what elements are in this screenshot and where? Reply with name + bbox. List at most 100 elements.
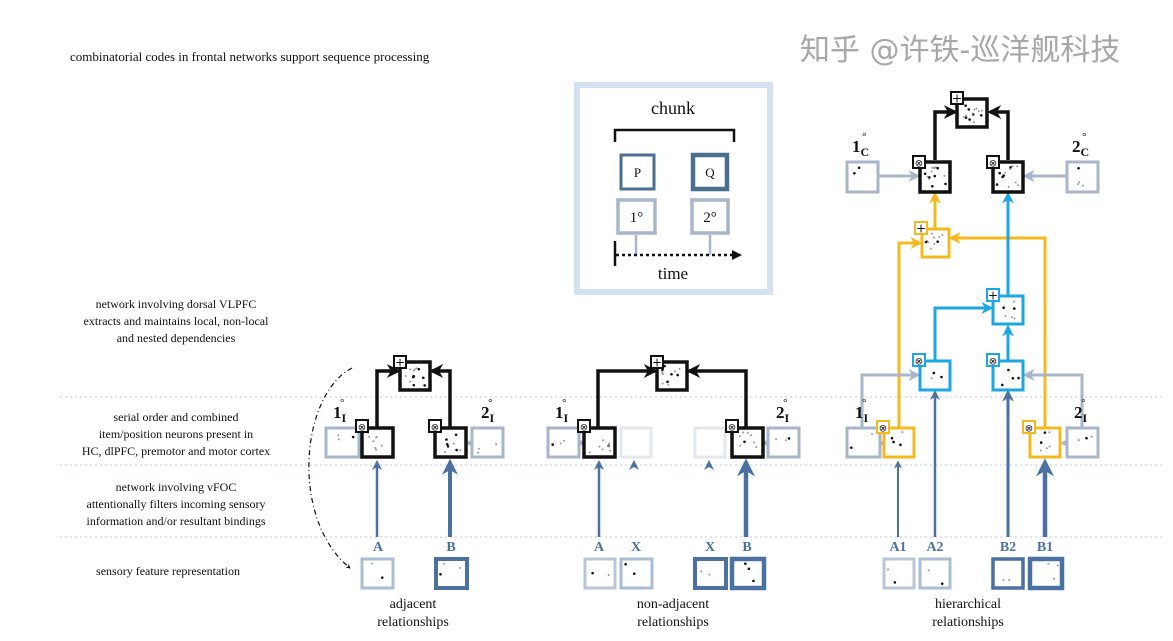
svg-text:+: + — [652, 356, 662, 370]
unit-dot — [973, 108, 976, 111]
unit-dot — [632, 572, 636, 576]
input-label-b: B — [742, 540, 751, 555]
unit-dot — [1090, 435, 1093, 438]
panel-captions: adjacent relationships non-adjacent rela… — [377, 597, 1004, 630]
unit-dot — [598, 445, 601, 448]
chunk-position-1-box — [616, 198, 657, 235]
product-operator-icon: ⊗ — [986, 155, 1000, 170]
unit-dot — [601, 448, 604, 451]
caption-hierarchical-1: hierarchical — [935, 597, 1001, 612]
position-2-box — [766, 426, 801, 459]
unit-dot — [670, 372, 673, 376]
sensory-box-a — [360, 557, 395, 590]
sum-operator-icon: + — [393, 355, 407, 370]
unit-dot — [893, 581, 897, 584]
unit-dot — [936, 240, 939, 243]
input-label-a1: A1 — [889, 540, 906, 555]
product-operator-icon: ⊗ — [1022, 420, 1036, 435]
unit-dot — [943, 174, 946, 177]
svg-text:⊗: ⊗ — [580, 423, 588, 434]
unit-dot — [1039, 441, 1043, 444]
unit-dot — [1014, 181, 1017, 184]
svg-text:⊗: ⊗ — [431, 423, 439, 434]
chunk-position-2: 2° — [703, 210, 717, 226]
sum-operator-icon: + — [986, 288, 1000, 303]
unit-dot — [926, 175, 929, 178]
chunk-item-q-box — [690, 152, 730, 192]
unit-dot — [337, 434, 340, 437]
faded-unit-box — [619, 426, 653, 459]
recurrence-arrow — [308, 367, 353, 569]
unit-dot — [964, 116, 968, 119]
sensory-box-b — [729, 556, 767, 591]
product-operator-icon: ⊗ — [986, 353, 1000, 368]
unit-dot — [941, 234, 944, 237]
unit-dot — [661, 368, 664, 372]
position-1-box — [324, 426, 361, 459]
product-operator-icon: ⊗ — [355, 419, 369, 434]
unit-dot — [439, 572, 442, 576]
caption-adjacent-2: relationships — [377, 615, 449, 630]
svg-text:+: + — [952, 92, 962, 106]
unit-dot — [967, 108, 971, 111]
chunk-item-p: P — [634, 165, 641, 180]
label-1i-nonadjacent: 1I° — [555, 397, 569, 425]
unit-dot — [351, 435, 355, 439]
sum-operator-icon: + — [950, 91, 964, 106]
unit-dot — [787, 437, 791, 440]
label-1c: 1C° — [852, 131, 869, 159]
unit-dot — [404, 374, 407, 377]
label-2i-adjacent: 2I° — [481, 397, 495, 425]
unit-dot — [1043, 431, 1047, 434]
unit-dot — [965, 114, 968, 117]
unit-dot — [375, 436, 378, 439]
unit-dot — [933, 167, 936, 170]
unit-dot — [971, 112, 974, 115]
position-arrow — [1022, 369, 1084, 427]
unit-dot — [775, 438, 778, 441]
time-label: time — [658, 264, 688, 283]
chunk-item-q: Q — [705, 165, 715, 180]
unit-dot — [936, 166, 939, 170]
chunk-title: chunk — [651, 98, 695, 118]
chunk-inset: chunk P Q 1° 2° time — [574, 82, 773, 295]
row-label-serial-order-2: item/position neurons present in — [99, 427, 253, 441]
label-1i-adjacent: 1I° — [333, 397, 347, 425]
binding-arrow — [596, 364, 658, 427]
unit-dot — [372, 440, 375, 443]
sensory-box-b2 — [991, 557, 1025, 590]
unit-dot — [933, 174, 937, 178]
unit-dot — [380, 444, 383, 447]
unit-dot — [901, 431, 904, 434]
unit-dot — [1008, 579, 1011, 582]
chunk-position-2-box — [1065, 160, 1100, 194]
unit-dot — [415, 367, 418, 370]
unit-dot — [899, 443, 902, 447]
product-operator-icon: ⊗ — [912, 155, 926, 170]
unit-dot — [588, 451, 591, 454]
unit-dot — [1009, 166, 1012, 169]
unit-dot — [964, 104, 967, 107]
unit-dot — [444, 451, 447, 454]
sensory-box-a1 — [882, 557, 916, 590]
product-operator-icon: ⊗ — [577, 419, 591, 434]
unit-dot — [1001, 175, 1004, 179]
binding-arrow — [686, 364, 748, 427]
unit-dot — [422, 376, 425, 380]
unit-dot — [602, 439, 605, 442]
unit-dot — [1081, 184, 1084, 187]
caption-adjacent-1: adjacent — [390, 597, 437, 612]
input-label-a2: A2 — [926, 540, 943, 555]
unit-dot — [1004, 314, 1007, 317]
unit-dot — [1077, 439, 1080, 442]
unit-dot — [1011, 165, 1014, 168]
unit-dot — [979, 114, 983, 117]
nested-arrow — [897, 237, 923, 427]
unit-dot — [931, 184, 934, 188]
row-label-serial-order-3: HC, dlPFC, premotor and motor cortex — [82, 444, 270, 458]
input-label-x: X — [705, 540, 715, 555]
unit-dot — [337, 438, 340, 441]
unit-dot — [1002, 306, 1005, 310]
unit-dot — [409, 380, 412, 383]
